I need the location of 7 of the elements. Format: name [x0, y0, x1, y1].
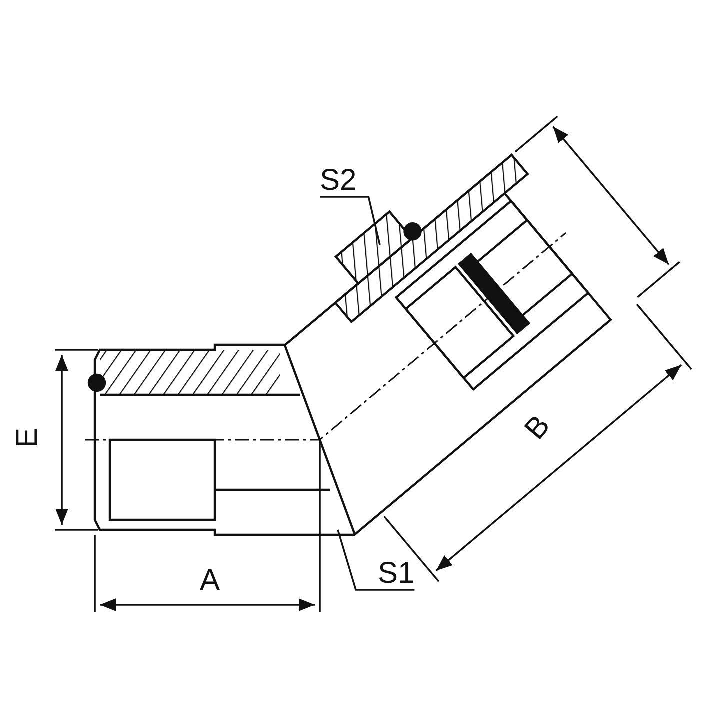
dimension-label: B — [519, 410, 557, 446]
part-label: S2 — [320, 165, 357, 197]
leader-line — [320, 196, 381, 246]
dimension-label: E — [12, 428, 44, 448]
part-label: S1 — [378, 558, 415, 590]
leader-line — [337, 530, 415, 591]
dimension-label: A — [200, 565, 220, 597]
